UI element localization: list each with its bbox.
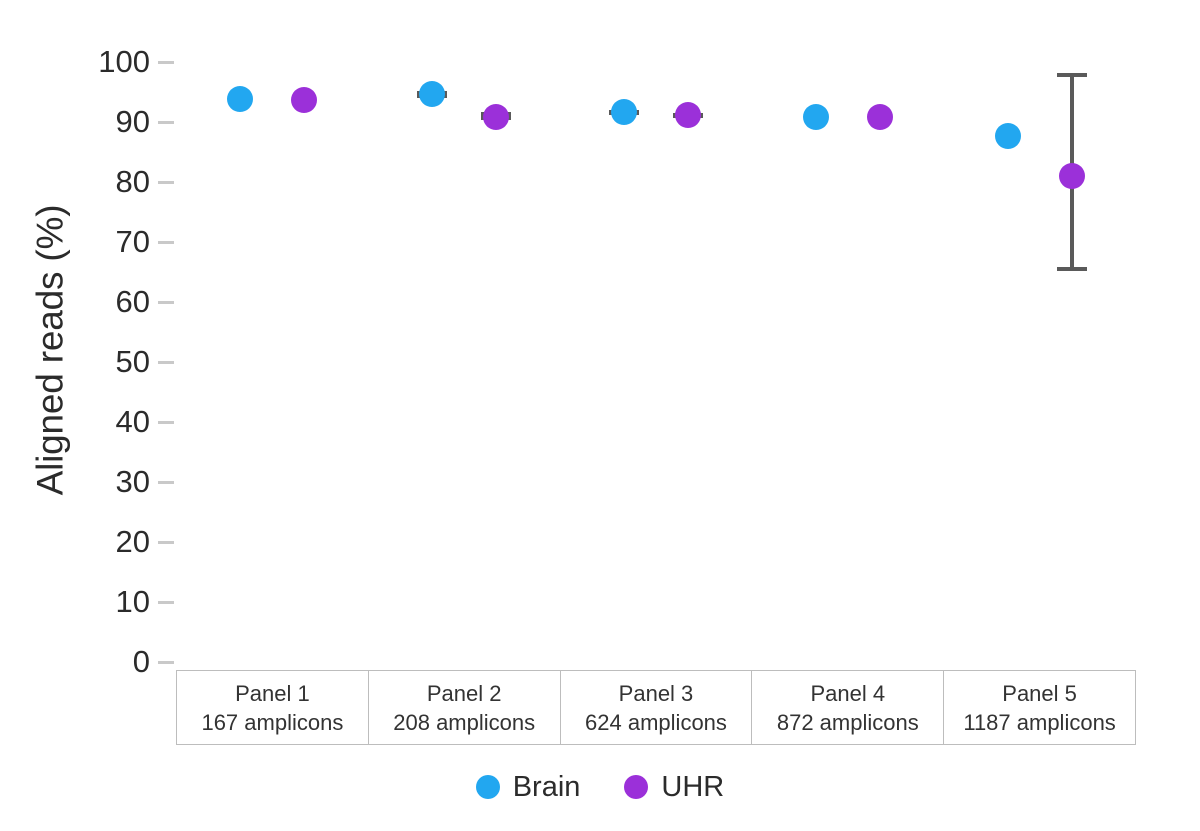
x-axis-panel-1: Panel 1 167 amplicons bbox=[177, 671, 369, 744]
x-axis-panel-4: Panel 4 872 amplicons bbox=[752, 671, 945, 744]
y-axis-title-text: Aligned reads (%) bbox=[29, 204, 70, 496]
data-point bbox=[1059, 163, 1085, 189]
y-axis-tick-mark bbox=[158, 240, 174, 244]
x-axis-panel-sublabel: 872 amplicons bbox=[776, 709, 919, 735]
legend-label: UHR bbox=[661, 770, 725, 803]
y-axis-tick-mark bbox=[158, 600, 174, 604]
y-axis-tick-mark bbox=[158, 300, 174, 304]
y-axis-tick-label: 10 bbox=[115, 584, 150, 619]
error-bar-cap bbox=[1057, 72, 1087, 77]
legend-item-uhr[interactable]: UHR bbox=[624, 771, 724, 804]
y-axis-tick-mark bbox=[158, 660, 174, 664]
y-axis-tick-mark bbox=[158, 180, 174, 184]
y-axis-tick-label: 50 bbox=[115, 344, 150, 379]
y-axis-tick-label: 90 bbox=[115, 104, 150, 139]
data-point bbox=[867, 104, 893, 131]
x-axis-panel-name: Panel 1 bbox=[235, 680, 310, 706]
data-point bbox=[611, 99, 637, 126]
data-point bbox=[803, 103, 829, 130]
error-bar-cap bbox=[1057, 266, 1087, 271]
data-point bbox=[675, 102, 701, 129]
x-axis-panel-2: Panel 2 208 amplicons bbox=[368, 671, 561, 744]
x-axis-panel-sublabel: 167 amplicons bbox=[201, 709, 344, 735]
y-axis-tick-mark bbox=[158, 120, 174, 124]
legend-label: Brain bbox=[512, 770, 581, 803]
y-axis-tick-label: 60 bbox=[115, 284, 150, 319]
y-axis-tick-label: 40 bbox=[115, 404, 150, 439]
y-axis-tick-label: 100 bbox=[98, 44, 150, 79]
legend-item-brain[interactable]: Brain bbox=[475, 770, 581, 804]
x-axis-panel-sublabel: 208 amplicons bbox=[393, 709, 536, 735]
y-axis-tick-label: 20 bbox=[115, 524, 150, 559]
y-axis-tick-label: 80 bbox=[115, 164, 150, 199]
y-axis-tick-label: 0 bbox=[132, 644, 150, 679]
data-point bbox=[291, 86, 317, 113]
y-axis-tick-mark bbox=[158, 420, 174, 424]
legend-swatch-icon bbox=[624, 775, 649, 799]
y-axis-tick-label: 30 bbox=[115, 464, 150, 499]
y-axis-tick-mark bbox=[158, 540, 174, 544]
x-axis-panel-name: Panel 3 bbox=[618, 680, 694, 706]
data-point bbox=[483, 103, 509, 130]
chart-legend: Brain UHR bbox=[0, 762, 1200, 812]
y-axis-tick-label: 70 bbox=[115, 224, 150, 259]
y-axis-tick-mark bbox=[158, 360, 174, 364]
x-axis-panel-sublabel: 1187 amplicons bbox=[963, 709, 1116, 735]
x-axis-panel-strip: Panel 1 167 amplicons Panel 2 208 amplicons… bbox=[176, 670, 1136, 745]
x-axis-panel-name: Panel 4 bbox=[810, 680, 886, 706]
y-axis-tick-mark bbox=[158, 480, 174, 484]
x-axis-panel-sublabel: 624 amplicons bbox=[585, 709, 727, 735]
data-point bbox=[227, 86, 253, 113]
data-point bbox=[995, 122, 1021, 149]
x-axis-panel-name: Panel 5 bbox=[1002, 680, 1077, 706]
plot-area bbox=[176, 22, 1136, 662]
x-axis-panel-5: Panel 5 1187 amplicons bbox=[944, 671, 1135, 744]
legend-swatch-icon bbox=[475, 775, 500, 799]
x-axis-panel-3: Panel 3 624 amplicons bbox=[560, 671, 753, 744]
data-point bbox=[419, 81, 445, 108]
y-axis-tick-mark bbox=[158, 60, 174, 64]
x-axis-panel-name: Panel 2 bbox=[426, 680, 502, 706]
